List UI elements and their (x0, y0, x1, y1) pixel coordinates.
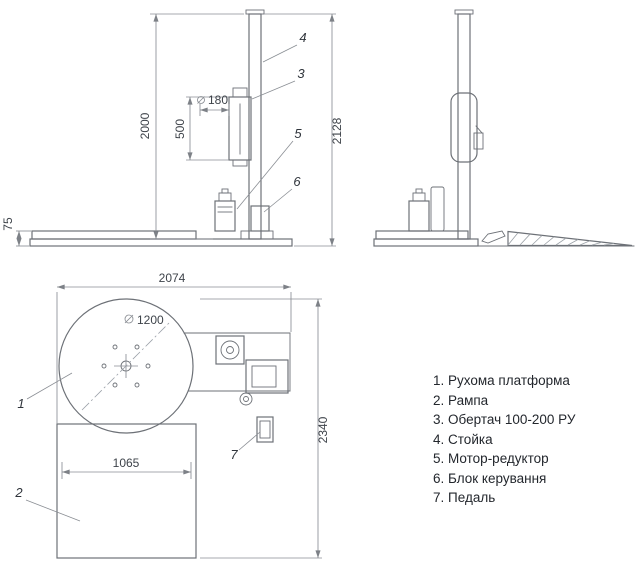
dim-overall-depth-group: 2340 (200, 298, 330, 559)
callouts: 4 3 5 6 1 2 7 (14, 30, 307, 522)
ramp-side (507, 230, 633, 247)
legend-number: 6. (433, 470, 445, 486)
dim-ramp-width: 1065 (113, 456, 140, 470)
base-frame-side (373, 238, 479, 247)
diameter-symbol (197, 96, 205, 104)
callout-pedal: 7 (230, 447, 238, 462)
dim-carriage-travel: 500 (173, 119, 187, 139)
legend-number: 1. (433, 373, 445, 388)
motor-front (214, 188, 236, 232)
dim-turntable-diameter: 1200 (137, 313, 164, 327)
dim-platform-height: 75 (1, 217, 15, 231)
dim-turntable-diameter-group: 1200 (124, 313, 164, 327)
film-carriage-side (450, 92, 484, 163)
film-roll-holder (473, 132, 484, 150)
mast-base-plate-front (240, 230, 274, 240)
legend-item-rotator: 3. Обертач 100-200 РУ (433, 410, 575, 430)
dim-film-roll-diameter-group: 180 (197, 93, 230, 116)
diameter-symbol (124, 314, 134, 324)
legend-number: 2. (433, 392, 445, 408)
callout-platform: 1 (17, 396, 24, 411)
dim-ramp-width-group: 1065 (61, 456, 192, 479)
legend-label: Обертач 100-200 РУ (448, 412, 576, 427)
center-line (81, 321, 171, 411)
dim-front-total-height: 2000 (138, 112, 152, 139)
legend-label: Рампа (448, 392, 489, 408)
callout-ramp: 2 (14, 485, 23, 500)
legend-item-control-unit: 6. Блок керування (433, 469, 575, 489)
legend-item-platform: 1. Рухома платформа (433, 371, 575, 391)
dim-carriage-travel-group: 500 (173, 96, 229, 161)
callout-mast: 4 (299, 30, 306, 45)
dim-mast-height: 2128 (330, 117, 344, 144)
motor-bracket-side (430, 186, 445, 232)
legend-label: Стойка (448, 431, 493, 447)
legend-item-motor: 5. Мотор-редуктор (433, 449, 575, 469)
mast-cap-side (454, 9, 474, 15)
callout-control-unit: 6 (293, 174, 301, 189)
dim-film-roll-diameter: 180 (208, 93, 228, 107)
legend-number: 3. (433, 412, 445, 427)
turntable-edge-side (375, 230, 469, 240)
legend-label: Рухома платформа (448, 373, 570, 388)
dim-overall-length: 2074 (159, 271, 186, 285)
front-view (29, 9, 293, 247)
legend: 1. Рухома платформа 2. Рампа 3. Обертач … (433, 371, 575, 508)
dim-front-total-height-group: 2000 (138, 13, 244, 240)
legend-label: Мотор-редуктор (448, 451, 549, 466)
legend-item-mast: 4. Стойка (433, 430, 575, 450)
pedal-top (256, 416, 274, 443)
legend-number: 5. (433, 451, 445, 466)
dim-mast-height-group: 2128 (264, 13, 344, 247)
base-frame-front (29, 238, 293, 247)
legend-item-ramp: 2. Рампа (433, 391, 575, 411)
top-view (56, 298, 291, 559)
turntable-top (58, 298, 194, 434)
dim-overall-length-group: 2074 (56, 271, 292, 424)
legend-label: Блок керування (448, 470, 547, 486)
pedal-side (481, 230, 506, 244)
motor-side (408, 188, 430, 232)
callout-carriage: 3 (297, 66, 305, 81)
callout-motor: 5 (294, 126, 302, 141)
turntable-edge-front (31, 230, 197, 240)
legend-label: Педаль (448, 490, 496, 505)
legend-number: 7. (433, 490, 445, 505)
motor-top (239, 359, 289, 406)
dim-overall-depth: 2340 (316, 416, 330, 443)
ramp-hatching (507, 232, 615, 246)
ramp-top (56, 423, 197, 559)
dim-platform-height-group: 75 (1, 217, 31, 247)
legend-item-pedal: 7. Педаль (433, 488, 575, 508)
turntable-bolt-holes (101, 344, 151, 388)
film-carriage-front (228, 87, 252, 167)
dimension-annotations: 2000 500 180 2128 75 (1, 13, 344, 559)
legend-number: 4. (433, 431, 445, 447)
mast-section-top (215, 335, 245, 365)
side-view (373, 9, 635, 247)
mast-side (457, 13, 471, 240)
mast-cap-front (245, 9, 265, 15)
